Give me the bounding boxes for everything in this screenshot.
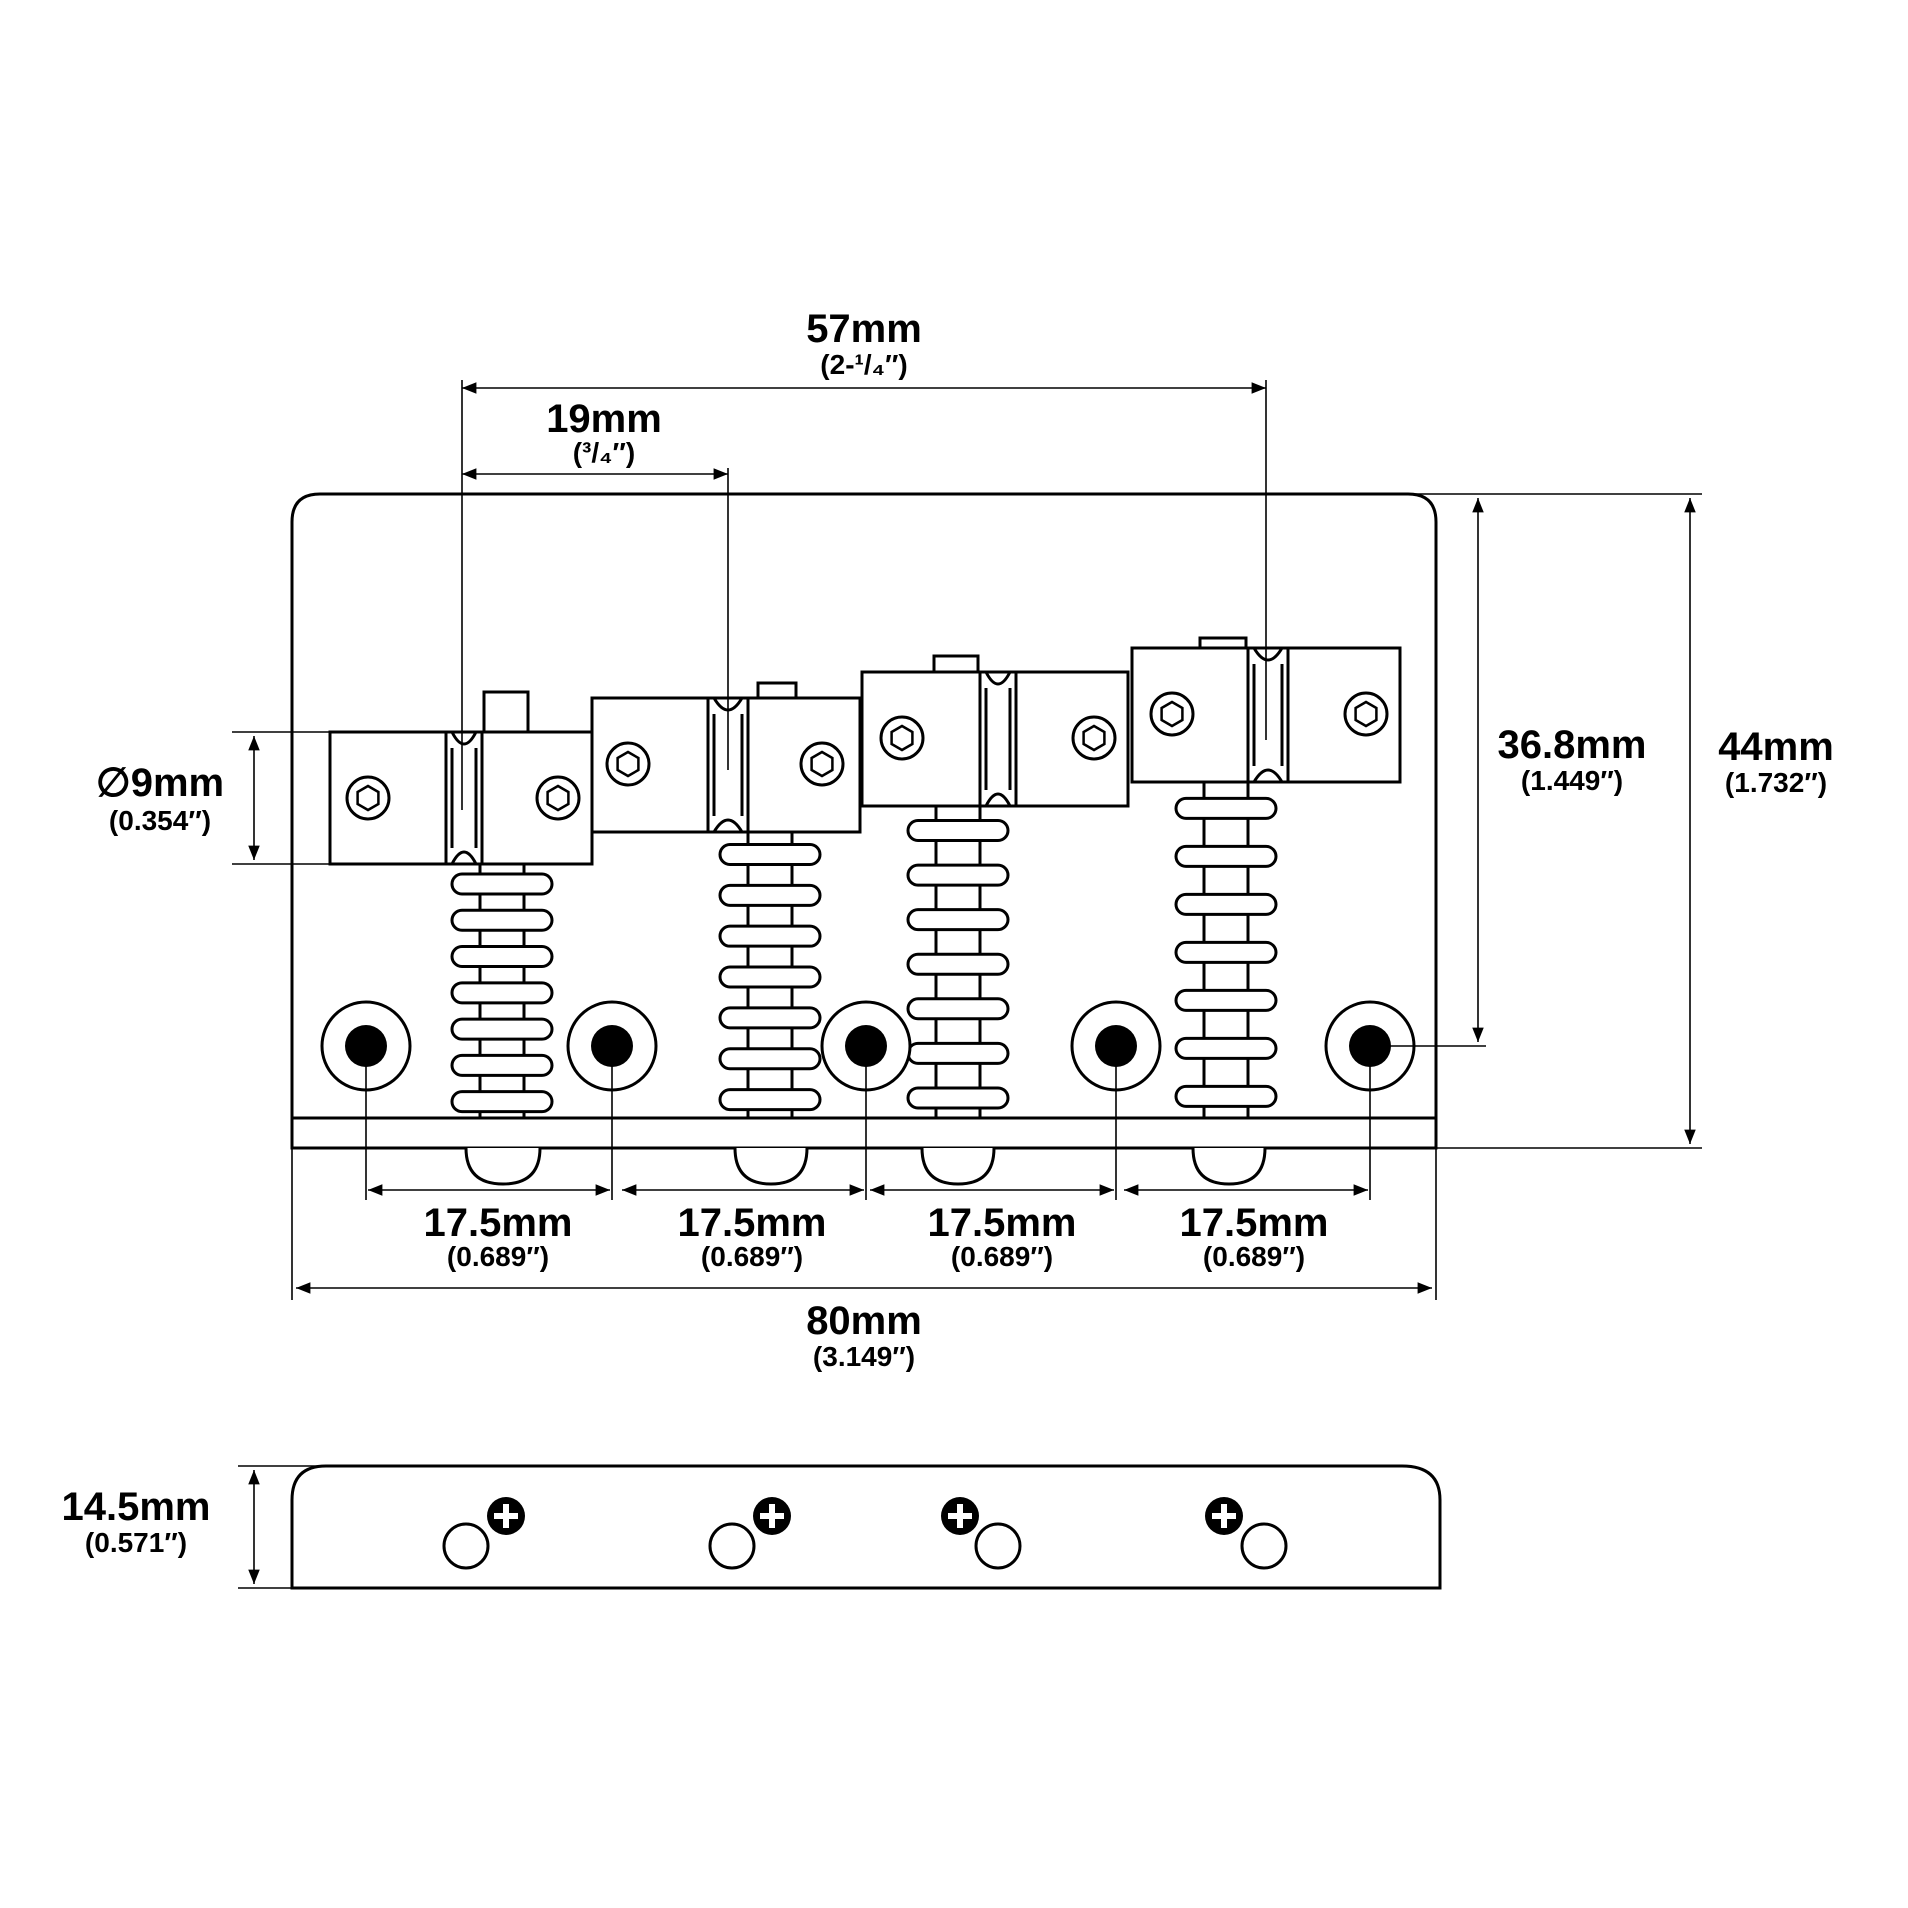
hex-screw-icon xyxy=(1071,715,1117,761)
dim-hole-3-sub: (0.689″) xyxy=(951,1241,1053,1272)
dimension-hole-spacing: 17.5mm (0.689″) 17.5mm (0.689″) 17.5mm (… xyxy=(365,1046,1371,1272)
dim-36-main: 36.8mm xyxy=(1498,723,1647,767)
dim-80-main: 80mm xyxy=(806,1299,922,1343)
dim-hole-1-sub: (0.689″) xyxy=(447,1241,549,1272)
hex-screw-icon xyxy=(345,775,391,821)
phillips-screw-icon xyxy=(753,1497,791,1535)
dim-57-main: 57mm xyxy=(806,307,922,351)
spring-1 xyxy=(450,862,554,1120)
dim-36-sub: (1.449″) xyxy=(1521,765,1623,796)
dimension-44mm: 44mm (1.732″) xyxy=(1436,493,1834,1149)
string-ferrule-bumps xyxy=(464,1147,1267,1186)
dim-44-main: 44mm xyxy=(1718,725,1834,769)
dimension-side-height: 14.5mm (0.571″) xyxy=(62,1465,356,1589)
hex-screw-icon xyxy=(799,741,845,787)
dim-dia-main: ∅9mm xyxy=(96,761,224,805)
dim-19-main: 19mm xyxy=(546,397,662,441)
hex-screw-icon xyxy=(879,715,925,761)
dimension-19mm: 19mm (³/₄″) xyxy=(462,397,729,770)
hex-screw-icon xyxy=(1343,691,1389,737)
dim-hole-4-main: 17.5mm xyxy=(1180,1201,1329,1245)
phillips-screw-icon xyxy=(487,1497,525,1535)
dim-hole-3-main: 17.5mm xyxy=(928,1201,1077,1245)
dim-side-sub: (0.571″) xyxy=(85,1527,187,1558)
dim-19-sub: (³/₄″) xyxy=(573,437,636,468)
dim-hole-1-main: 17.5mm xyxy=(424,1201,573,1245)
baseplate-side-view xyxy=(290,1464,1442,1590)
dimension-57mm: 57mm (2-¹/₄″) xyxy=(461,307,1267,810)
hex-screw-icon xyxy=(1149,691,1195,737)
dim-dia-sub: (0.354″) xyxy=(109,805,211,836)
dimension-saddle-diameter: ∅9mm (0.354″) xyxy=(96,731,334,865)
dim-80-sub: (3.149″) xyxy=(813,1341,915,1372)
spring-4 xyxy=(1174,780,1278,1120)
hex-screw-icon xyxy=(605,741,651,787)
dim-44-sub: (1.732″) xyxy=(1725,767,1827,798)
dim-57-sub: (2-¹/₄″) xyxy=(820,349,907,380)
hex-screw-icon xyxy=(535,775,581,821)
dimension-36-8mm: 36.8mm (1.449″) xyxy=(1376,493,1647,1047)
dim-hole-2-sub: (0.689″) xyxy=(701,1241,803,1272)
dim-side-main: 14.5mm xyxy=(62,1485,211,1529)
dimension-80mm: 80mm (3.149″) xyxy=(291,1148,1437,1372)
dim-hole-4-sub: (0.689″) xyxy=(1203,1241,1305,1272)
phillips-screw-icon xyxy=(941,1497,979,1535)
dim-hole-2-main: 17.5mm xyxy=(678,1201,827,1245)
hex-screws xyxy=(345,691,1389,821)
intonation-springs xyxy=(450,780,1278,1120)
phillips-screw-icon xyxy=(1205,1497,1243,1535)
